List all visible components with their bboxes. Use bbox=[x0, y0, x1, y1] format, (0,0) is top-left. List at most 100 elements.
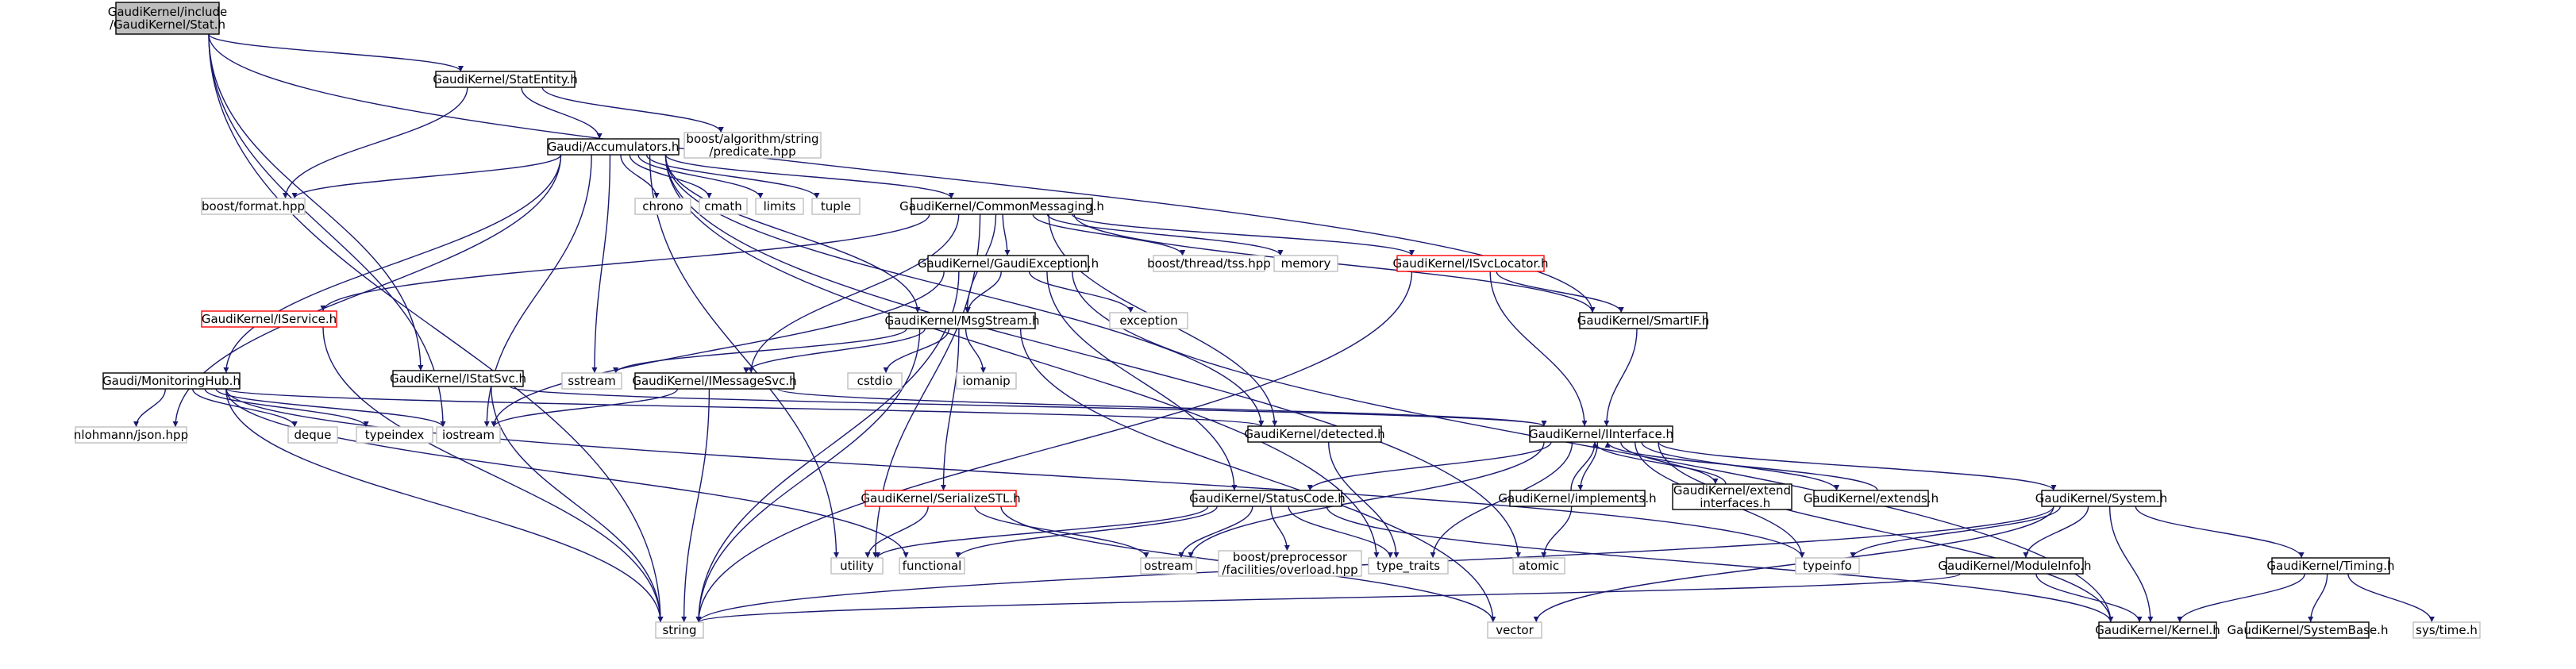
node-box bbox=[830, 557, 884, 575]
node-iinterface[interactable]: GaudiKernel/IInterface.h bbox=[1529, 425, 1673, 443]
node-label: Gaudi/Accumulators.h bbox=[548, 140, 680, 154]
edge-arrow bbox=[875, 506, 1209, 559]
node-statentity[interactable]: GaudiKernel/StatEntity.h bbox=[433, 71, 578, 88]
node-utility: utility bbox=[830, 557, 884, 575]
node-tss: boost/thread/tss.hpp bbox=[1147, 255, 1271, 272]
edge-iinterface-to-extendif bbox=[1620, 441, 1719, 485]
edge-isvcloc-to-iinterface bbox=[1489, 271, 1588, 427]
edge-arrow bbox=[1028, 271, 1134, 313]
node-extends[interactable]: GaudiKernel/extends.h bbox=[1804, 490, 1939, 507]
edge-msgstream-to-vector bbox=[1019, 328, 1496, 623]
node-serialize[interactable]: GaudiKernel/SerializeSTL.h bbox=[861, 490, 1021, 507]
edge-msgstream-to-string bbox=[695, 328, 921, 623]
node-statuscode[interactable]: GaudiKernel/StatusCode.h bbox=[1189, 490, 1346, 507]
edge-accum-to-sstream bbox=[591, 154, 611, 374]
node-label: boost/preprocessor bbox=[1233, 550, 1348, 564]
node-box bbox=[2412, 621, 2481, 639]
edge-accum-to-typetraits bbox=[664, 154, 1380, 559]
node-box bbox=[102, 372, 241, 390]
node-label: iomanip bbox=[962, 374, 1010, 388]
edge-accum-to-utility bbox=[649, 154, 839, 559]
nodes-layer: GaudiKernel/include/GaudiKernel/Stat.hGa… bbox=[74, 2, 2481, 639]
node-label: boost/thread/tss.hpp bbox=[1147, 256, 1271, 271]
node-isvcloc[interactable]: GaudiKernel/ISvcLocator.h bbox=[1392, 255, 1549, 272]
node-exception: exception bbox=[1109, 312, 1188, 329]
node-label: GaudiKernel/CommonMessaging.h bbox=[899, 199, 1104, 213]
edge-statuscode-to-utility bbox=[875, 506, 1209, 559]
edge-serialize-to-ostream bbox=[974, 506, 1149, 559]
edge-system-to-vector bbox=[1533, 506, 2054, 623]
edge-stat-to-string bbox=[208, 33, 664, 623]
node-stat[interactable]: GaudiKernel/include/GaudiKernel/Stat.h bbox=[108, 2, 228, 35]
edge-arrow bbox=[1489, 271, 1588, 427]
node-label: GaudiKernel/ISvcLocator.h bbox=[1392, 256, 1548, 271]
edge-arrow bbox=[225, 388, 1805, 559]
edge-moduleinfo-to-string bbox=[695, 573, 1961, 623]
node-istatsvc[interactable]: GaudiKernel/IStatSvc.h bbox=[390, 370, 526, 387]
node-box bbox=[1795, 557, 1860, 575]
node-json: nlohmann/json.hpp bbox=[74, 426, 188, 444]
edge-iinterface-to-statuscode bbox=[1307, 441, 1552, 491]
edge-statuscode-to-typetraits bbox=[1288, 506, 1393, 559]
edge-arrow bbox=[695, 573, 1961, 623]
node-box bbox=[655, 621, 704, 639]
edge-gaudiexc-to-iostream bbox=[491, 271, 945, 428]
edge-arrow bbox=[637, 154, 764, 199]
node-box bbox=[634, 198, 691, 215]
node-label: typeindex bbox=[365, 428, 425, 442]
edge-statuscode-to-kernel bbox=[1326, 506, 2114, 623]
node-timing[interactable]: GaudiKernel/Timing.h bbox=[2266, 557, 2395, 575]
node-systembase[interactable]: GaudiKernel/SystemBase.h bbox=[2228, 621, 2389, 639]
edge-accum-to-msgstream bbox=[664, 154, 921, 313]
node-functional: functional bbox=[899, 557, 965, 575]
node-iservice[interactable]: GaudiKernel/IService.h bbox=[201, 310, 337, 328]
node-label: GaudiKernel/IMessageSvc.h bbox=[632, 374, 796, 388]
node-box bbox=[1509, 490, 1646, 507]
edge-arrow bbox=[1577, 441, 1599, 491]
node-box bbox=[811, 198, 861, 215]
edge-arrow bbox=[1850, 506, 2061, 559]
edge-arrow bbox=[664, 154, 921, 313]
edge-statuscode-to-ostream bbox=[1178, 506, 1253, 559]
node-label: /facilities/overload.hpp bbox=[1222, 563, 1357, 577]
edge-arrow bbox=[491, 386, 664, 623]
node-box bbox=[2246, 621, 2370, 639]
node-atomic: atomic bbox=[1512, 557, 1565, 575]
node-box bbox=[1109, 312, 1188, 329]
node-sstream: sstream bbox=[561, 372, 622, 390]
node-commonmsg[interactable]: GaudiKernel/CommonMessaging.h bbox=[899, 198, 1104, 215]
edge-imsgsvc-to-iinterface bbox=[777, 388, 1547, 427]
edge-arrow bbox=[664, 154, 1380, 559]
node-moduleinfo[interactable]: GaudiKernel/ModuleInfo.h bbox=[1938, 557, 2092, 575]
node-box bbox=[1368, 557, 1449, 575]
node-kernel[interactable]: GaudiKernel/Kernel.h bbox=[2095, 621, 2220, 639]
node-label: atomic bbox=[1519, 559, 1559, 573]
edge-arrow bbox=[965, 271, 1002, 313]
node-label: nlohmann/json.hpp bbox=[74, 428, 188, 442]
edge-monhub-to-typeindex bbox=[204, 388, 369, 428]
node-label: GaudiKernel/include bbox=[108, 5, 228, 19]
node-label: GaudiKernel/ModuleInfo.h bbox=[1938, 559, 2091, 573]
edge-arrow bbox=[133, 388, 167, 428]
edge-system-to-typeinfo bbox=[1850, 506, 2061, 559]
node-detected[interactable]: GaudiKernel/detected.h bbox=[1244, 425, 1385, 443]
node-label: boost/algorithm/string bbox=[686, 132, 818, 146]
node-box bbox=[115, 2, 220, 35]
node-implements[interactable]: GaudiKernel/implements.h bbox=[1498, 490, 1657, 507]
edge-arrow bbox=[777, 388, 1547, 427]
edge-arrow bbox=[1328, 441, 1400, 559]
edge-moduleinfo-to-kernel bbox=[2035, 573, 2143, 623]
node-msgstream[interactable]: GaudiKernel/MsgStream.h bbox=[884, 312, 1040, 329]
node-extendif[interactable]: GaudiKernel/extend_interfaces.h bbox=[1672, 483, 1792, 511]
edge-accum-to-commonmsg bbox=[664, 154, 954, 199]
edge-arrow bbox=[320, 213, 930, 312]
node-gaudiexc[interactable]: GaudiKernel/GaudiException.h bbox=[918, 255, 1099, 272]
node-accum[interactable]: Gaudi/Accumulators.h bbox=[547, 138, 680, 156]
node-imsgsvc[interactable]: GaudiKernel/IMessageSvc.h bbox=[632, 372, 797, 390]
node-system[interactable]: GaudiKernel/System.h bbox=[2035, 490, 2167, 507]
node-cstdio: cstdio bbox=[847, 372, 903, 390]
edge-accum-to-limits bbox=[637, 154, 764, 199]
node-smartif[interactable]: GaudiKernel/SmartIF.h bbox=[1577, 312, 1709, 329]
edge-arrow bbox=[1620, 441, 1719, 485]
node-monhub[interactable]: Gaudi/MonitoringHub.h bbox=[102, 372, 241, 390]
